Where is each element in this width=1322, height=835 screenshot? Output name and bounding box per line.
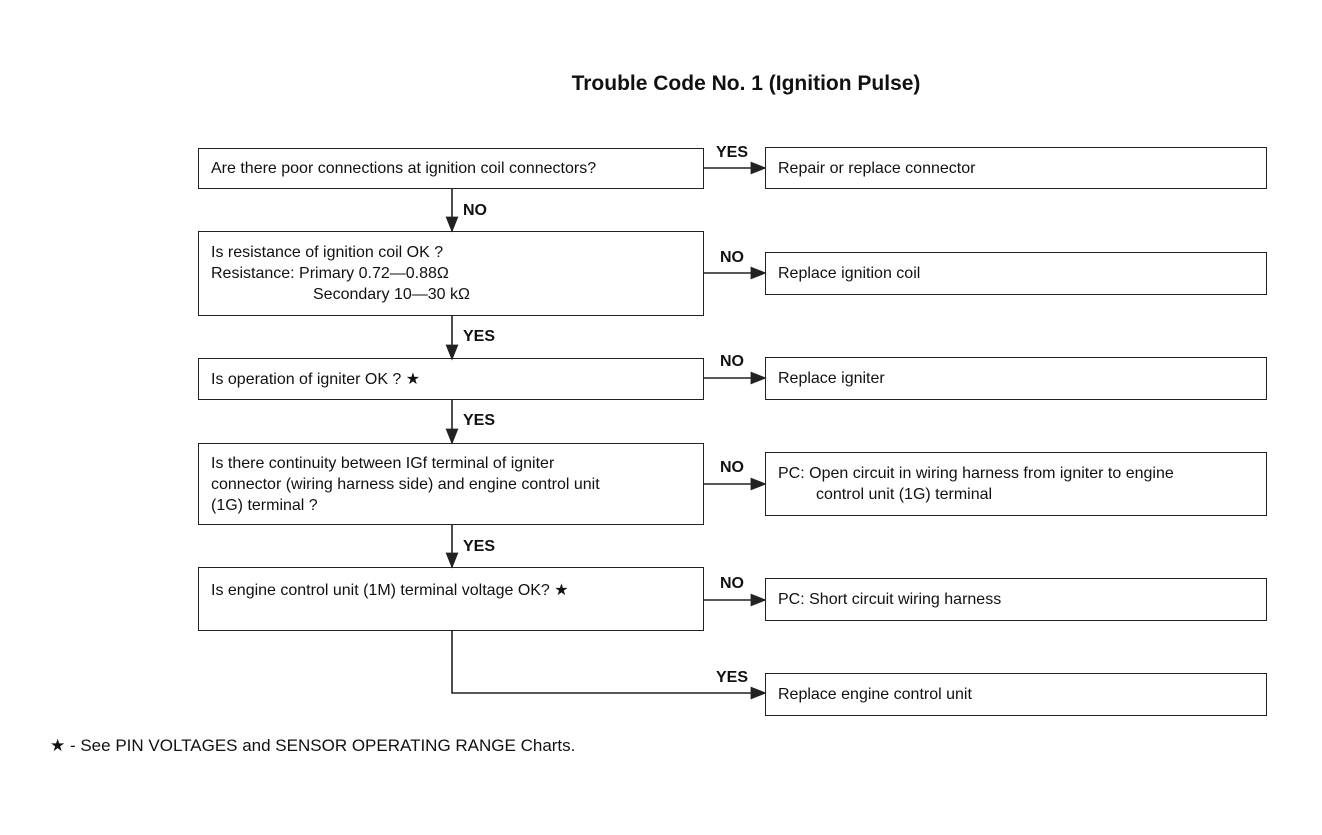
branch-label-q2-no: NO — [720, 249, 744, 266]
branch-label-q4-no: NO — [720, 459, 744, 476]
branch-label-q3-yes: YES — [463, 412, 496, 429]
branch-label-q4-yes: YES — [463, 538, 496, 555]
branch-label-q3-no: NO — [720, 353, 744, 370]
action-4-line-2: control unit (1G) terminal — [816, 486, 993, 503]
question-2-line-3: Secondary 10—30 kΩ — [313, 286, 470, 303]
action-3-text: Replace igniter — [778, 370, 885, 387]
action-5-text: PC: Short circuit wiring harness — [778, 591, 1002, 608]
question-4-line-1: Is there continuity between IGf terminal… — [211, 454, 555, 472]
question-box-5: Is engine control unit (1M) terminal vol… — [198, 567, 704, 631]
question-4-line-2: connector (wiring harness side) and engi… — [211, 475, 600, 493]
branch-label-q1-no: NO — [463, 202, 487, 219]
action-box-2: Replace ignition coil — [765, 252, 1267, 295]
action-box-3: Replace igniter — [765, 357, 1267, 400]
action-box-1: Repair or replace connector — [765, 147, 1267, 189]
branch-label-q2-yes: YES — [463, 328, 496, 345]
action-box-4: PC: Open circuit in wiring harness from … — [765, 452, 1267, 516]
action-box-5: PC: Short circuit wiring harness — [765, 578, 1267, 621]
question-2-line-1: Is resistance of ignition coil OK ? — [211, 244, 444, 261]
action-4-line-1: PC: Open circuit in wiring harness from … — [778, 465, 1174, 482]
question-2-line-2: Resistance: Primary 0.72—0.88Ω — [211, 265, 449, 282]
diagram-title: Trouble Code No. 1 (Ignition Pulse) — [571, 72, 921, 95]
footnote: ★ - See PIN VOLTAGES and SENSOR OPERATIN… — [50, 736, 576, 755]
question-box-3: Is operation of igniter OK ? ★ — [198, 358, 704, 400]
action-1-text: Repair or replace connector — [778, 159, 976, 177]
branch-label-q1-yes: YES — [716, 144, 749, 161]
question-1-text: Are there poor connections at ignition c… — [211, 160, 597, 177]
question-4-line-3: (1G) terminal ? — [211, 496, 318, 514]
question-5-text: Is engine control unit (1M) terminal vol… — [211, 582, 569, 599]
action-2-text: Replace ignition coil — [778, 265, 921, 282]
question-box-4: Is there continuity between IGf terminal… — [198, 443, 704, 525]
action-6-text: Replace engine control unit — [778, 686, 972, 703]
question-3-text: Is operation of igniter OK ? ★ — [211, 370, 421, 388]
question-box-1: Are there poor connections at ignition c… — [198, 148, 704, 189]
connector-q5-a6 — [451, 630, 767, 700]
branch-label-q5-yes: YES — [716, 669, 749, 686]
question-box-2: Is resistance of ignition coil OK ? Resi… — [198, 231, 704, 316]
action-box-6: Replace engine control unit — [765, 673, 1267, 716]
branch-label-q5-no: NO — [720, 575, 744, 592]
